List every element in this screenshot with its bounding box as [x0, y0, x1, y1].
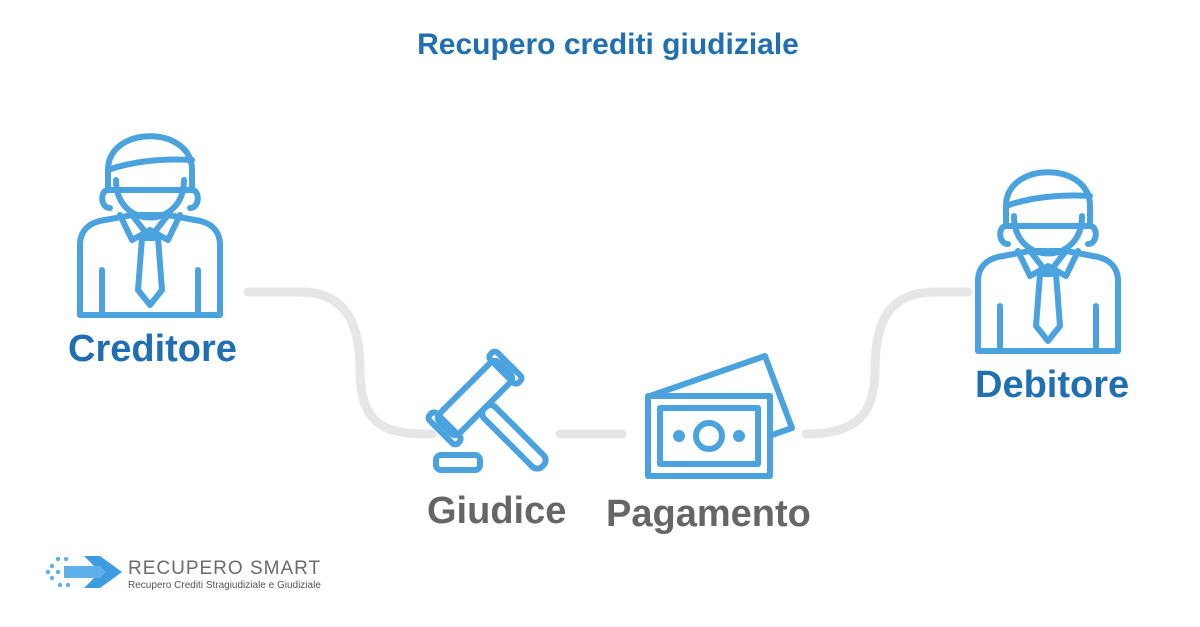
node-label-giudice: Giudice: [427, 490, 567, 532]
node-label-creditore: Creditore: [68, 328, 237, 370]
connector-pagamento-debitore: [801, 287, 973, 439]
gavel-icon: [425, 348, 549, 473]
diagram-title: Recupero crediti giudiziale: [417, 28, 799, 61]
brand-tagline: Recupero Crediti Stragiudiziale e Giudiz…: [128, 580, 321, 591]
banknotes-icon: [645, 353, 795, 479]
businessman-icon: [77, 133, 223, 318]
connector-creditore-giudice: [243, 287, 437, 439]
connectors: [243, 287, 973, 439]
node-label-pagamento: Pagamento: [606, 493, 811, 535]
brand-name: RECUPERO SMART: [128, 558, 322, 579]
node-label-debitore: Debitore: [975, 364, 1130, 406]
businessman-icon: [975, 169, 1121, 354]
arrow-logo-icon: [45, 556, 122, 588]
